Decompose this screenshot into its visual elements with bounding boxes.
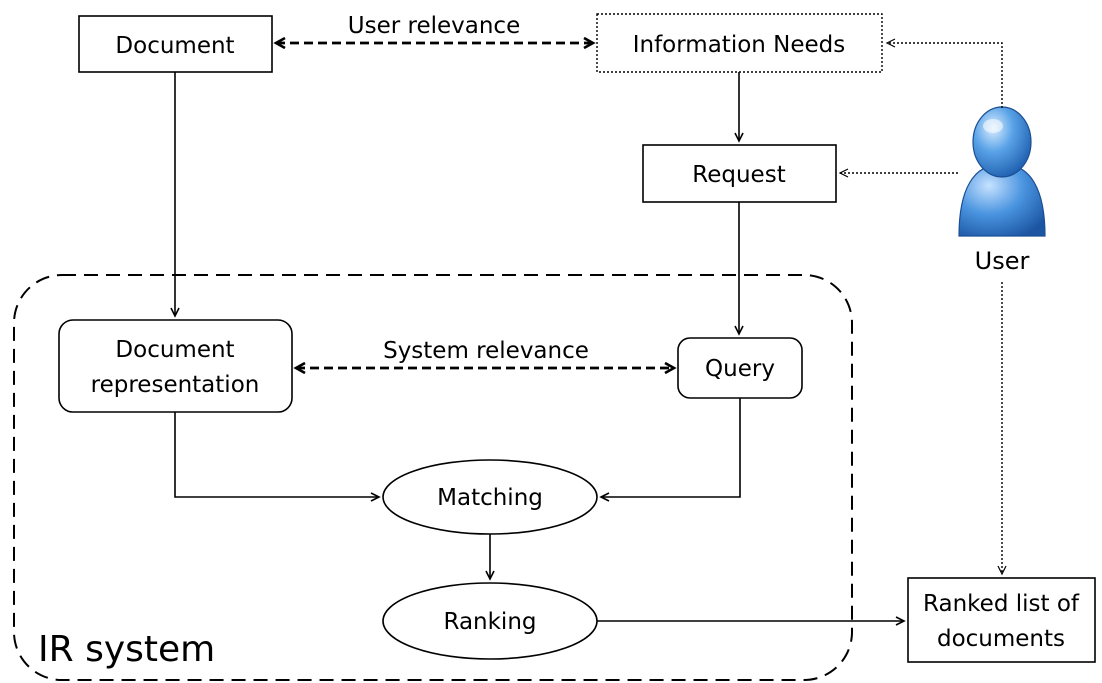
user-icon xyxy=(958,106,1046,237)
ranking-label: Ranking xyxy=(443,609,536,635)
user-label: User xyxy=(975,247,1030,275)
request-node: Request xyxy=(642,144,837,203)
ir-system-label: IR system xyxy=(38,629,215,670)
user-relevance-label: User relevance xyxy=(348,13,520,39)
document-representation-line2: representation xyxy=(91,372,260,398)
matching-label: Matching xyxy=(437,485,543,511)
information-needs-node: Information Needs xyxy=(596,13,883,73)
ranking-node: Ranking xyxy=(382,582,598,660)
ir-system-boundary xyxy=(13,274,853,681)
matching-node: Matching xyxy=(382,459,598,535)
document-label: Document xyxy=(115,33,234,59)
document-representation-node: Document representation xyxy=(58,319,293,413)
document-representation-line1: Document xyxy=(115,337,234,363)
user-node: User xyxy=(958,106,1046,275)
query-node: Query xyxy=(677,337,803,399)
system-relevance-label: System relevance xyxy=(383,338,589,364)
query-label: Query xyxy=(705,356,775,382)
edges: User relevance System relevance xyxy=(170,13,1007,626)
user-to-needs-edge xyxy=(885,38,1003,108)
query-to-matching-edge xyxy=(599,398,741,502)
ranked-list-line2: documents xyxy=(937,626,1065,652)
ir-system-region: IR system xyxy=(13,274,853,681)
information-needs-label: Information Needs xyxy=(633,32,846,58)
ranked-list-node: Ranked list of documents xyxy=(907,577,1096,663)
representation-to-matching-edge xyxy=(174,412,381,502)
ranked-list-line1: Ranked list of xyxy=(923,591,1080,617)
document-node: Document xyxy=(78,15,273,73)
request-label: Request xyxy=(692,162,785,188)
